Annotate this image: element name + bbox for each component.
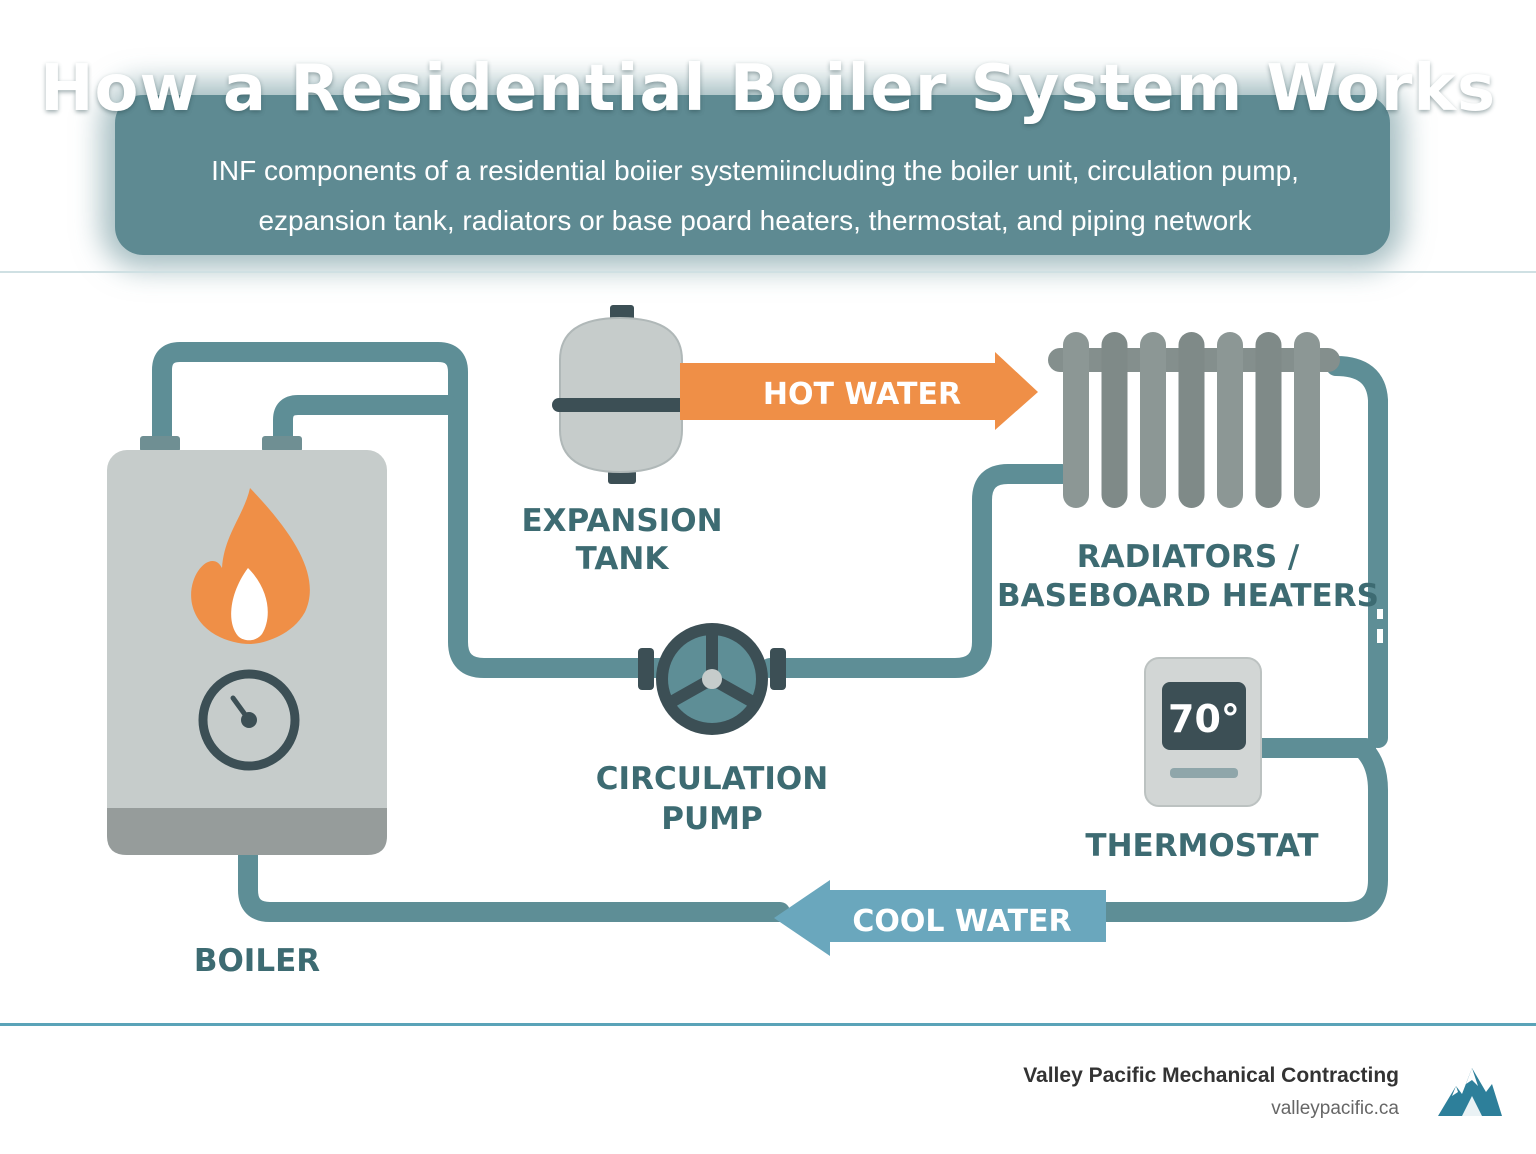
boiler-fitting-left — [140, 436, 180, 452]
header-band — [115, 95, 1390, 255]
page-title: How a Residential Boiler System Works — [39, 52, 1497, 126]
header-divider — [0, 271, 1536, 273]
thermostat-display: 70° — [1168, 697, 1240, 741]
boiler-fitting-right — [262, 436, 302, 452]
radiators-label-line2: BASEBOARD HEATERS — [997, 578, 1379, 614]
radiator-fin — [1063, 332, 1089, 508]
radiator-fin — [1294, 332, 1320, 508]
subtitle-line-1: INF components of a residential boiier s… — [211, 155, 1299, 186]
radiators-label-line1: RADIATORS / — [1077, 539, 1300, 575]
thermostat-slider — [1170, 768, 1238, 778]
radiator-unit — [1048, 332, 1340, 508]
wall-markers — [1375, 607, 1385, 645]
piping-network — [152, 342, 1388, 922]
expansion-tank-label-line1: EXPANSION — [521, 503, 722, 539]
boiler-label: BOILER — [194, 943, 320, 979]
pump-icon — [638, 623, 786, 735]
boiler-base — [107, 808, 387, 855]
footer-divider — [0, 1023, 1536, 1026]
hot-water-arrow: HOT WATER — [680, 352, 1038, 430]
circulation-pump-label-line2: PUMP — [661, 801, 762, 837]
radiator-fin — [1101, 332, 1128, 508]
flame-icon — [191, 488, 310, 644]
tank-band — [552, 398, 688, 412]
tank-body — [559, 316, 683, 474]
tank-bottom-cap — [608, 470, 636, 484]
thermostat-unit: 70° — [1144, 657, 1262, 807]
thermostat-label: THERMOSTAT — [1085, 828, 1318, 864]
radiator-fin — [1217, 332, 1243, 508]
radiator-fin — [1140, 332, 1166, 508]
expansion-tank-label-line2: TANK — [576, 541, 670, 577]
mountain-logo-icon — [1438, 1068, 1502, 1116]
company-name: Valley Pacific Mechanical Contracting — [1023, 1064, 1399, 1087]
company-url: valleypacific.ca — [1271, 1098, 1399, 1119]
cool-water-arrow: COOL WATER — [774, 880, 1106, 956]
subtitle: INF components of a residential boiier s… — [120, 146, 1390, 246]
expansion-tank — [552, 305, 688, 484]
radiator-fin — [1178, 332, 1205, 508]
gauge-icon — [198, 669, 300, 771]
subtitle-line-2: ezpansion tank, radiators or base poard … — [258, 205, 1252, 236]
boiler-unit — [107, 436, 387, 855]
circulation-pump-label-line1: CIRCULATION — [596, 761, 828, 797]
boiler-body — [107, 450, 387, 855]
cool-water-label: COOL WATER — [852, 904, 1071, 939]
hot-water-label: HOT WATER — [763, 377, 961, 412]
radiator-fin — [1255, 332, 1282, 508]
thermostat-screen — [1162, 682, 1246, 750]
